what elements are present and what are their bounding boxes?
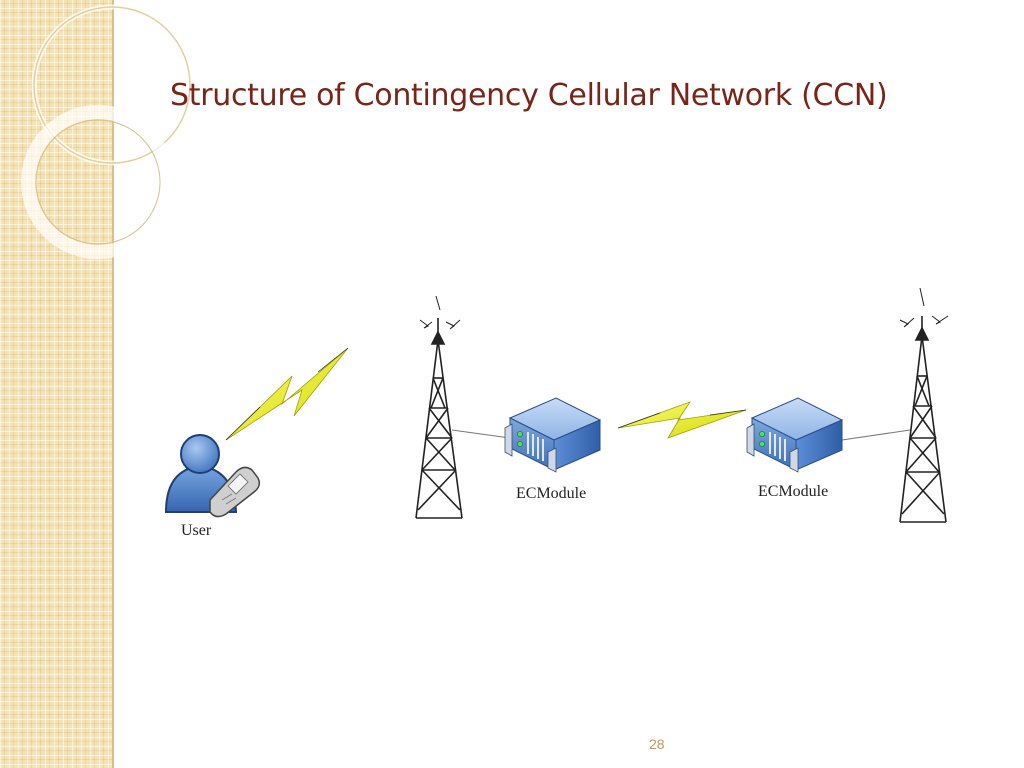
cell-tower-icon bbox=[899, 287, 949, 523]
side-strip-edge bbox=[112, 0, 114, 768]
cell-tower-icon bbox=[415, 295, 463, 519]
user-icon bbox=[164, 434, 261, 518]
ecmodule-2-label: ECModule bbox=[758, 483, 828, 500]
wireless-link-ecmodules-icon bbox=[617, 401, 747, 439]
server-icon bbox=[746, 397, 844, 473]
server-icon bbox=[504, 397, 602, 473]
user-label: User bbox=[181, 522, 212, 539]
phone-icon bbox=[209, 466, 261, 518]
wire-tower1-ecmodule1 bbox=[451, 429, 511, 439]
slide-title: Structure of Contingency Cellular Networ… bbox=[170, 78, 888, 113]
wireless-link-user-tower-icon bbox=[225, 347, 349, 441]
decorative-rings bbox=[21, 4, 193, 259]
page-number: 28 bbox=[649, 736, 665, 752]
wire-ecmodule2-tower2 bbox=[841, 429, 911, 441]
ecmodule-1-label: ECModule bbox=[516, 485, 586, 502]
